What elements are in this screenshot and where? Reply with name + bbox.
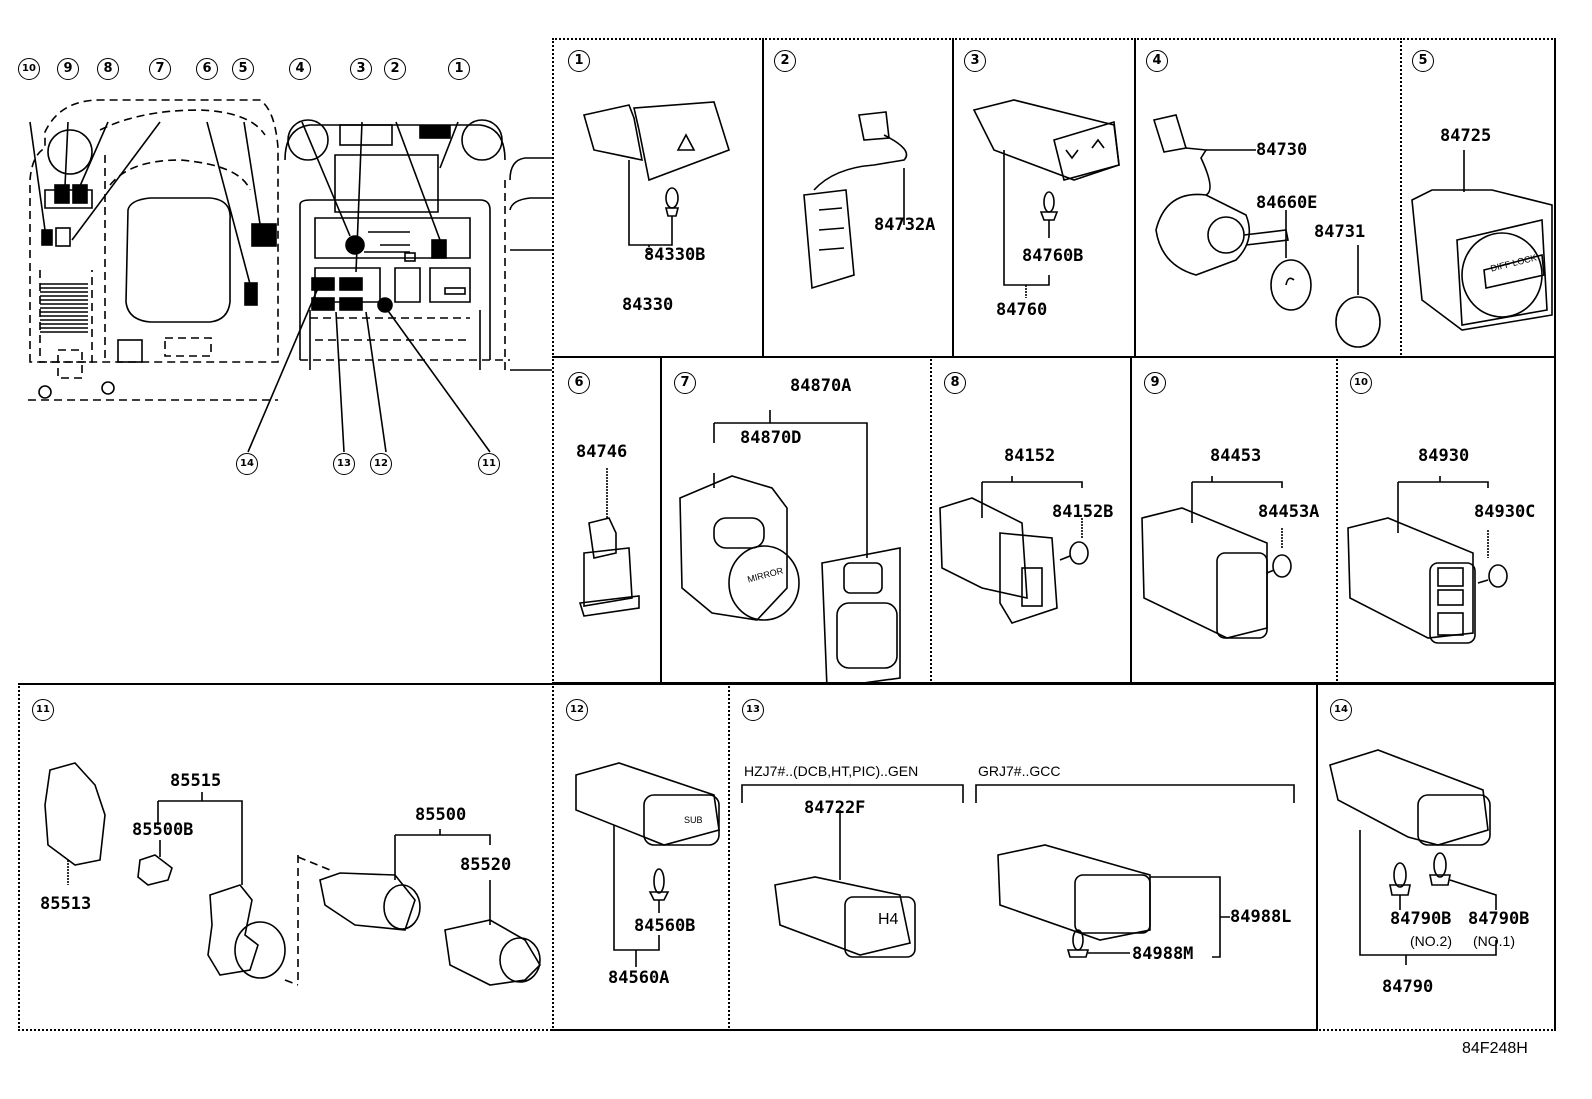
panel-number: 9: [1144, 372, 1166, 394]
switch-with-harness-drawing: [803, 111, 908, 290]
part-number-84746: 84746: [576, 442, 628, 462]
part-number-84330: 84330: [622, 295, 674, 315]
panel-5: 5 84725 DIFF LOCK: [1400, 38, 1556, 358]
part-number-84560B: 84560B: [634, 916, 696, 936]
callout-1: 1: [448, 58, 470, 80]
diff-lock-label: DIFF LOCK: [1489, 252, 1538, 274]
part-number-84870D: 84870D: [740, 428, 802, 448]
no1-label: (NO.1): [1473, 933, 1515, 949]
panel-number: 4: [1146, 50, 1168, 72]
panel-11: 11 85515 85500B 85513 85500 85520: [18, 683, 556, 1031]
panel-number: 3: [964, 50, 986, 72]
callout-7: 7: [149, 58, 171, 80]
panel-number: 5: [1412, 50, 1434, 72]
callout-13: 13: [333, 453, 355, 475]
panel-6: 6 84746: [552, 356, 662, 684]
variant-b-label: GRJ7#..GCC: [978, 763, 1061, 779]
part-number-84790B-no1: 84790B: [1468, 909, 1530, 929]
panel-2: 2 84732A: [762, 38, 954, 358]
panel-number: 2: [774, 50, 796, 72]
rear-defogger-switch-drawing: [1329, 749, 1497, 965]
part-number-84790B-no2: 84790B: [1390, 909, 1452, 929]
callout-10: 10: [18, 58, 40, 80]
part-number-84870A: 84870A: [790, 376, 852, 396]
panel-10: 10 84930 84930C: [1336, 356, 1556, 684]
part-number-84988L: 84988L: [1230, 907, 1292, 927]
mirror-switch-drawing: [679, 410, 901, 689]
part-number-84988M: 84988M: [1132, 944, 1194, 964]
part-number-84731: 84731: [1314, 222, 1366, 242]
panel-number: 7: [674, 372, 696, 394]
part-number-84760B: 84760B: [1022, 246, 1084, 266]
callout-12: 12: [370, 453, 392, 475]
sub-label: SUB: [684, 815, 703, 825]
part-number-84330B: 84330B: [644, 245, 706, 265]
panel-number: 8: [944, 372, 966, 394]
part-number-84722F: 84722F: [804, 798, 866, 818]
panel-8: 8 84152 84152B: [930, 356, 1132, 684]
diagram-code: 84F248H: [1462, 1040, 1528, 1057]
callout-14: 14: [236, 453, 258, 475]
part-number-85500: 85500: [415, 805, 467, 825]
part-number-84790: 84790: [1382, 977, 1434, 997]
seat-heater-switch-drawing: [1141, 476, 1292, 639]
connector-switch-drawing: [578, 468, 640, 617]
callout-11: 11: [478, 453, 500, 475]
part-number-84760: 84760: [996, 300, 1048, 320]
part-number-85520: 85520: [460, 855, 512, 875]
part-number-84930C: 84930C: [1474, 502, 1536, 522]
panel-number: 11: [32, 699, 54, 721]
part-number-84453: 84453: [1210, 446, 1262, 466]
panel-number: 12: [566, 699, 588, 721]
part-number-85500B: 85500B: [132, 820, 194, 840]
overview-diagram: 10 9 8 7 6 5 4 3 2 1 14 13 12 11: [0, 40, 552, 490]
part-number-84152: 84152: [1004, 446, 1056, 466]
callout-8: 8: [97, 58, 119, 80]
variant-a-label: HZJ7#..(DCB,HT,PIC)..GEN: [744, 763, 919, 779]
headlight-leveling-switch-drawing: [939, 476, 1089, 624]
panel-number: 13: [742, 699, 764, 721]
panel-7: 7 84870A 84870D MIRROR: [660, 356, 932, 689]
diff-lock-switch-drawing: [1411, 150, 1553, 331]
h4-label: H4: [878, 911, 899, 928]
part-number-84660E: 84660E: [1256, 193, 1318, 213]
panel-12: 12 SUB 84560B 84560A: [552, 683, 730, 1031]
panel-13: 13 HZJ7#..(DCB,HT,PIC)..GEN GRJ7#..GCC 8…: [728, 683, 1318, 1031]
multi-switch-drawing: [1347, 476, 1508, 644]
mirror-label: MIRROR: [746, 565, 785, 585]
panel-number: 1: [568, 50, 590, 72]
callout-2: 2: [384, 58, 406, 80]
panel-9: 9 84453 84453A: [1130, 356, 1338, 684]
part-number-84560A: 84560A: [608, 968, 670, 988]
callout-3: 3: [350, 58, 372, 80]
part-number-84732A: 84732A: [874, 215, 936, 235]
part-number-85513: 85513: [40, 894, 92, 914]
panel-3: 3 84760B 84760: [952, 38, 1136, 358]
callout-4: 4: [289, 58, 311, 80]
part-number-84930: 84930: [1418, 446, 1470, 466]
part-number-84453A: 84453A: [1258, 502, 1320, 522]
dashboard-outline: [28, 99, 552, 453]
panel-4: 4 84730 84660E 84731: [1134, 38, 1402, 358]
part-number-84730: 84730: [1256, 140, 1308, 160]
callout-9: 9: [57, 58, 79, 80]
panel-1: 1 84330B 84330: [552, 38, 764, 358]
panel-number: 6: [568, 372, 590, 394]
panel-14: 14 84790B 84790B (NO.2) (NO.1) 84790: [1316, 683, 1556, 1031]
no2-label: (NO.2): [1410, 933, 1452, 949]
part-number-84725: 84725: [1440, 126, 1492, 146]
callout-6: 6: [196, 58, 218, 80]
part-number-85515: 85515: [170, 771, 222, 791]
panel-number: 10: [1350, 372, 1372, 394]
variant-switch-drawing: [741, 784, 1295, 958]
part-number-84152B: 84152B: [1052, 502, 1114, 522]
callout-5: 5: [232, 58, 254, 80]
panel-number: 14: [1330, 699, 1352, 721]
